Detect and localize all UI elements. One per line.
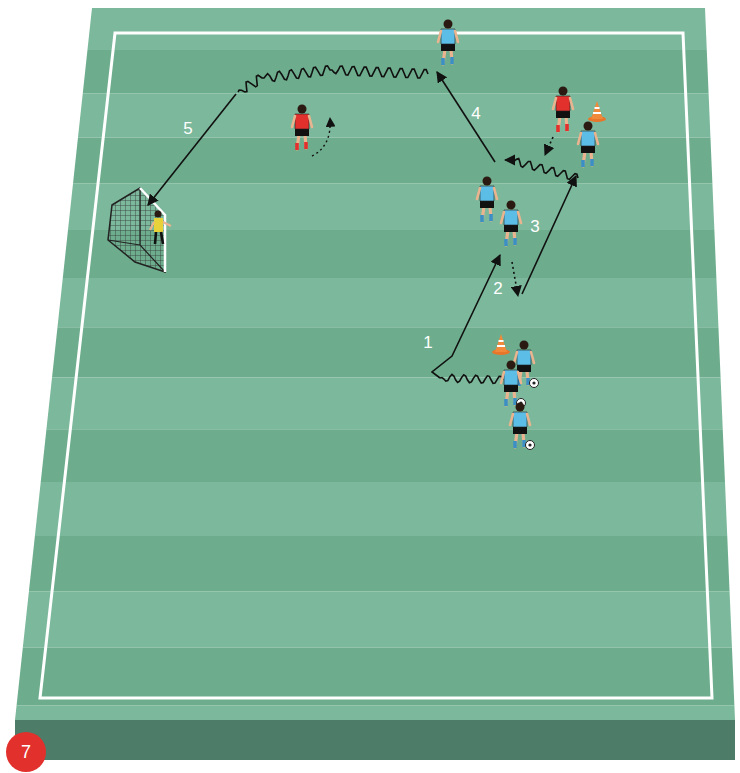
figure-number-badge: 7 — [6, 732, 46, 772]
pitch-line — [40, 33, 712, 698]
dribble-path — [440, 374, 503, 383]
pitch-stripe — [78, 93, 710, 137]
attacker-player — [501, 361, 526, 408]
pitch-stripe — [57, 278, 718, 327]
defender-player — [553, 87, 573, 133]
callout-number: 1 — [423, 334, 432, 351]
board-base — [15, 720, 735, 760]
cone — [492, 334, 510, 355]
pass-arrow — [522, 176, 576, 294]
pitch-stripe — [46, 378, 722, 430]
pitch-stripe — [52, 327, 721, 377]
attacker-player — [501, 201, 521, 247]
pitch-stripe — [87, 8, 706, 50]
pitch-stripe — [29, 536, 730, 591]
callout-number: 4 — [471, 105, 480, 122]
dribble-path — [238, 66, 428, 92]
pitch-stripe — [73, 138, 712, 184]
dribble-path — [505, 158, 578, 179]
defender-player — [292, 105, 312, 151]
pitch-stripe — [68, 183, 714, 230]
run-arrow — [512, 262, 518, 296]
goal — [108, 188, 165, 272]
shot-arrow — [148, 94, 236, 205]
figure-number: 7 — [21, 743, 31, 761]
attacker-player — [438, 20, 458, 66]
attacker-player — [510, 403, 535, 450]
defender-move — [312, 118, 330, 156]
defender-move — [545, 137, 553, 155]
pass-arrow — [437, 72, 495, 162]
pitch-stripe — [15, 705, 735, 720]
callout-number: 5 — [183, 120, 192, 137]
pitch-stripe — [83, 50, 709, 93]
attacker-player — [477, 177, 497, 223]
attacker-player — [578, 122, 598, 168]
pass-arrow — [432, 255, 500, 378]
callout-number: 2 — [493, 280, 502, 297]
goalkeeper — [150, 211, 171, 245]
pitch-stripe — [35, 482, 727, 536]
pitch-stripe — [23, 591, 732, 647]
cone — [588, 101, 606, 122]
pitch-stripe — [41, 429, 725, 482]
callout-number: 3 — [530, 218, 539, 235]
